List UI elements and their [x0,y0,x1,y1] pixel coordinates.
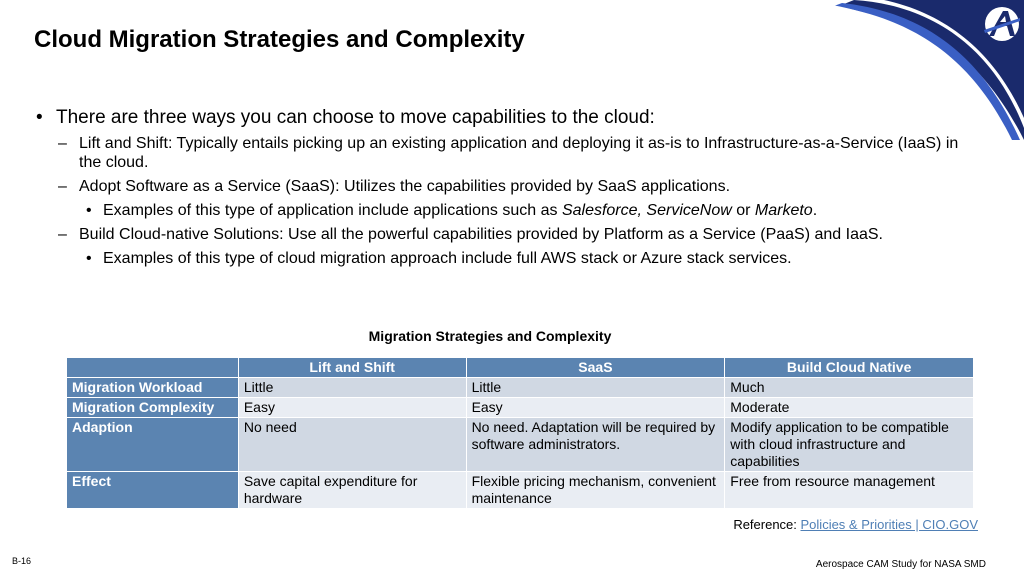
row-label: Migration Complexity [66,397,239,418]
bullet-list: • There are three ways you can choose to… [36,106,966,273]
bullet-main-text: There are three ways you can choose to m… [56,107,655,128]
native-examples-text: Examples of this type of cloud migration… [103,250,792,267]
table-cell: Easy [237,397,467,418]
row-label: Migration Workload [66,377,239,398]
aerospace-logo-swoosh [826,0,1024,140]
reference-link[interactable]: Policies & Priorities | CIO.GOV [800,517,978,532]
table-caption: Migration Strategies and Complexity [368,328,612,344]
bullet-lift-and-shift: – Lift and Shift: Typically entails pick… [36,134,966,172]
saas-examples-italic2: Marketo [754,202,813,219]
bullet-main: • There are three ways you can choose to… [36,106,966,130]
migration-table: Lift and Shift SaaS Build Cloud Native M… [66,357,974,509]
saas-examples-italic: Salesforce, ServiceNow [561,202,732,219]
saas-examples-prefix: Examples of this type of application inc… [103,202,562,219]
bullet-saas-text: Adopt Software as a Service (SaaS): Util… [79,178,731,195]
table-cell: Little [465,377,726,398]
reference-prefix: Reference: [733,517,801,532]
table-header-saas: SaaS [465,357,726,378]
table-cell: Little [237,377,467,398]
bullet-native-examples: • Examples of this type of cloud migrati… [36,249,966,268]
table-cell: Free from resource management [724,471,974,509]
table-row: Effect Save capital expenditure for hard… [66,471,974,509]
bullet-native-text: Build Cloud-native Solutions: Use all th… [79,226,883,243]
table-cell: No need. Adaptation will be required by … [465,417,726,472]
table-cell: Flexible pricing mechanism, convenient m… [465,471,726,509]
saas-examples-mid: or [731,202,755,219]
bullet-dot-icon: • [86,250,92,267]
table-header-row: Lift and Shift SaaS Build Cloud Native [66,357,974,378]
bullet-saas: – Adopt Software as a Service (SaaS): Ut… [36,177,966,196]
table-row: Migration Complexity Easy Easy Moderate [66,397,974,418]
table-header-corner [66,357,239,378]
slide-title: Cloud Migration Strategies and Complexit… [34,26,525,53]
bullet-dash-icon: – [58,178,67,195]
reference-note: Reference: Policies & Priorities | CIO.G… [733,517,978,533]
table-cell: No need [237,417,467,472]
table-cell: Save capital expenditure for hardware [237,471,467,509]
bullet-cloud-native: – Build Cloud-native Solutions: Use all … [36,225,966,244]
bullet-dot-icon: • [36,107,43,128]
footer-study-name: Aerospace CAM Study for NASA SMD [815,559,986,570]
table-cell: Easy [465,397,726,418]
table-row: Migration Workload Little Little Much [66,377,974,398]
row-label: Effect [66,471,239,509]
table-cell: Much [724,377,974,398]
table-cell: Modify application to be compatible with… [724,417,974,472]
table-row: Adaption No need No need. Adaptation wil… [66,417,974,472]
page-number: B-16 [12,556,32,566]
table-header-cloud-native: Build Cloud Native [724,357,974,378]
row-label: Adaption [66,417,239,472]
aerospace-a-logo-icon [984,7,1020,41]
bullet-saas-examples: • Examples of this type of application i… [36,201,966,220]
bullet-dash-icon: – [58,135,67,152]
bullet-lift-text: Lift and Shift: Typically entails pickin… [79,135,959,171]
bullet-dot-icon: • [86,202,92,219]
table-cell: Moderate [724,397,974,418]
bullet-dash-icon: – [58,226,67,243]
table-header-lift-and-shift: Lift and Shift [237,357,467,378]
saas-examples-end: . [812,202,818,219]
